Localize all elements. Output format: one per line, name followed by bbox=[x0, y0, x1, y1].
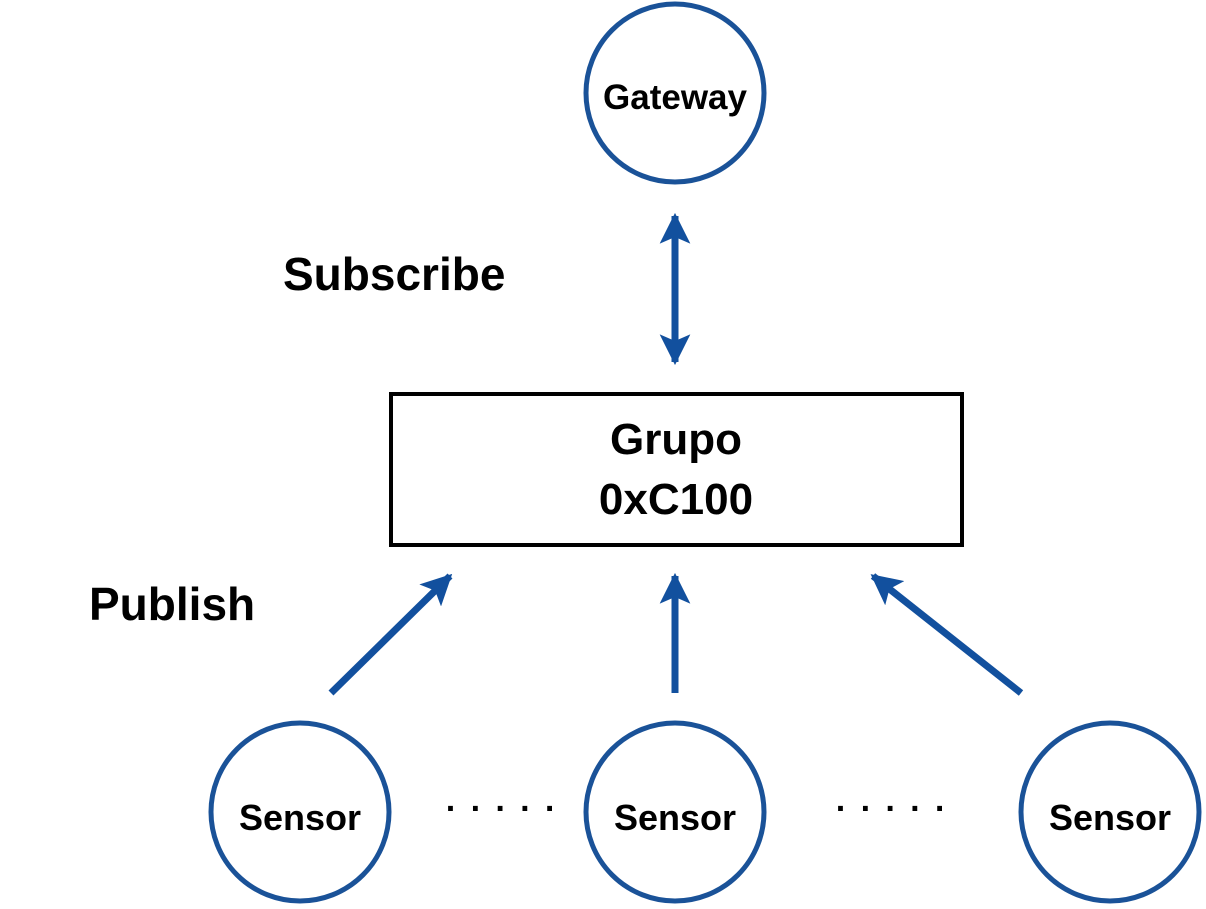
ellipsis-left: · · · · · bbox=[446, 790, 558, 828]
publish-arrow-left bbox=[328, 573, 453, 696]
sensor-left-label: Sensor bbox=[239, 797, 361, 838]
group-title: Grupo bbox=[610, 415, 742, 464]
sensor-left-circle bbox=[208, 720, 392, 904]
group-address: 0xC100 bbox=[599, 475, 753, 524]
sensor-center-label: Sensor bbox=[614, 797, 736, 838]
sensor-node-center: Sensor bbox=[583, 720, 767, 904]
sensor-node-right: Sensor bbox=[1018, 720, 1202, 904]
group-box: Grupo 0xC100 bbox=[389, 392, 964, 547]
publish-arrow-right bbox=[870, 573, 1024, 696]
gateway-node: Gateway bbox=[583, 1, 767, 185]
subscribe-label: Subscribe bbox=[283, 248, 505, 300]
gateway-label: Gateway bbox=[603, 78, 747, 117]
ellipsis-right: · · · · · bbox=[836, 790, 948, 828]
sensor-node-left: Sensor bbox=[208, 720, 392, 904]
group-rect bbox=[389, 392, 964, 547]
sensor-right-circle bbox=[1018, 720, 1202, 904]
gateway-circle bbox=[583, 1, 767, 185]
sensor-right-label: Sensor bbox=[1049, 797, 1171, 838]
publish-label: Publish bbox=[89, 578, 255, 630]
sensor-center-circle bbox=[583, 720, 767, 904]
